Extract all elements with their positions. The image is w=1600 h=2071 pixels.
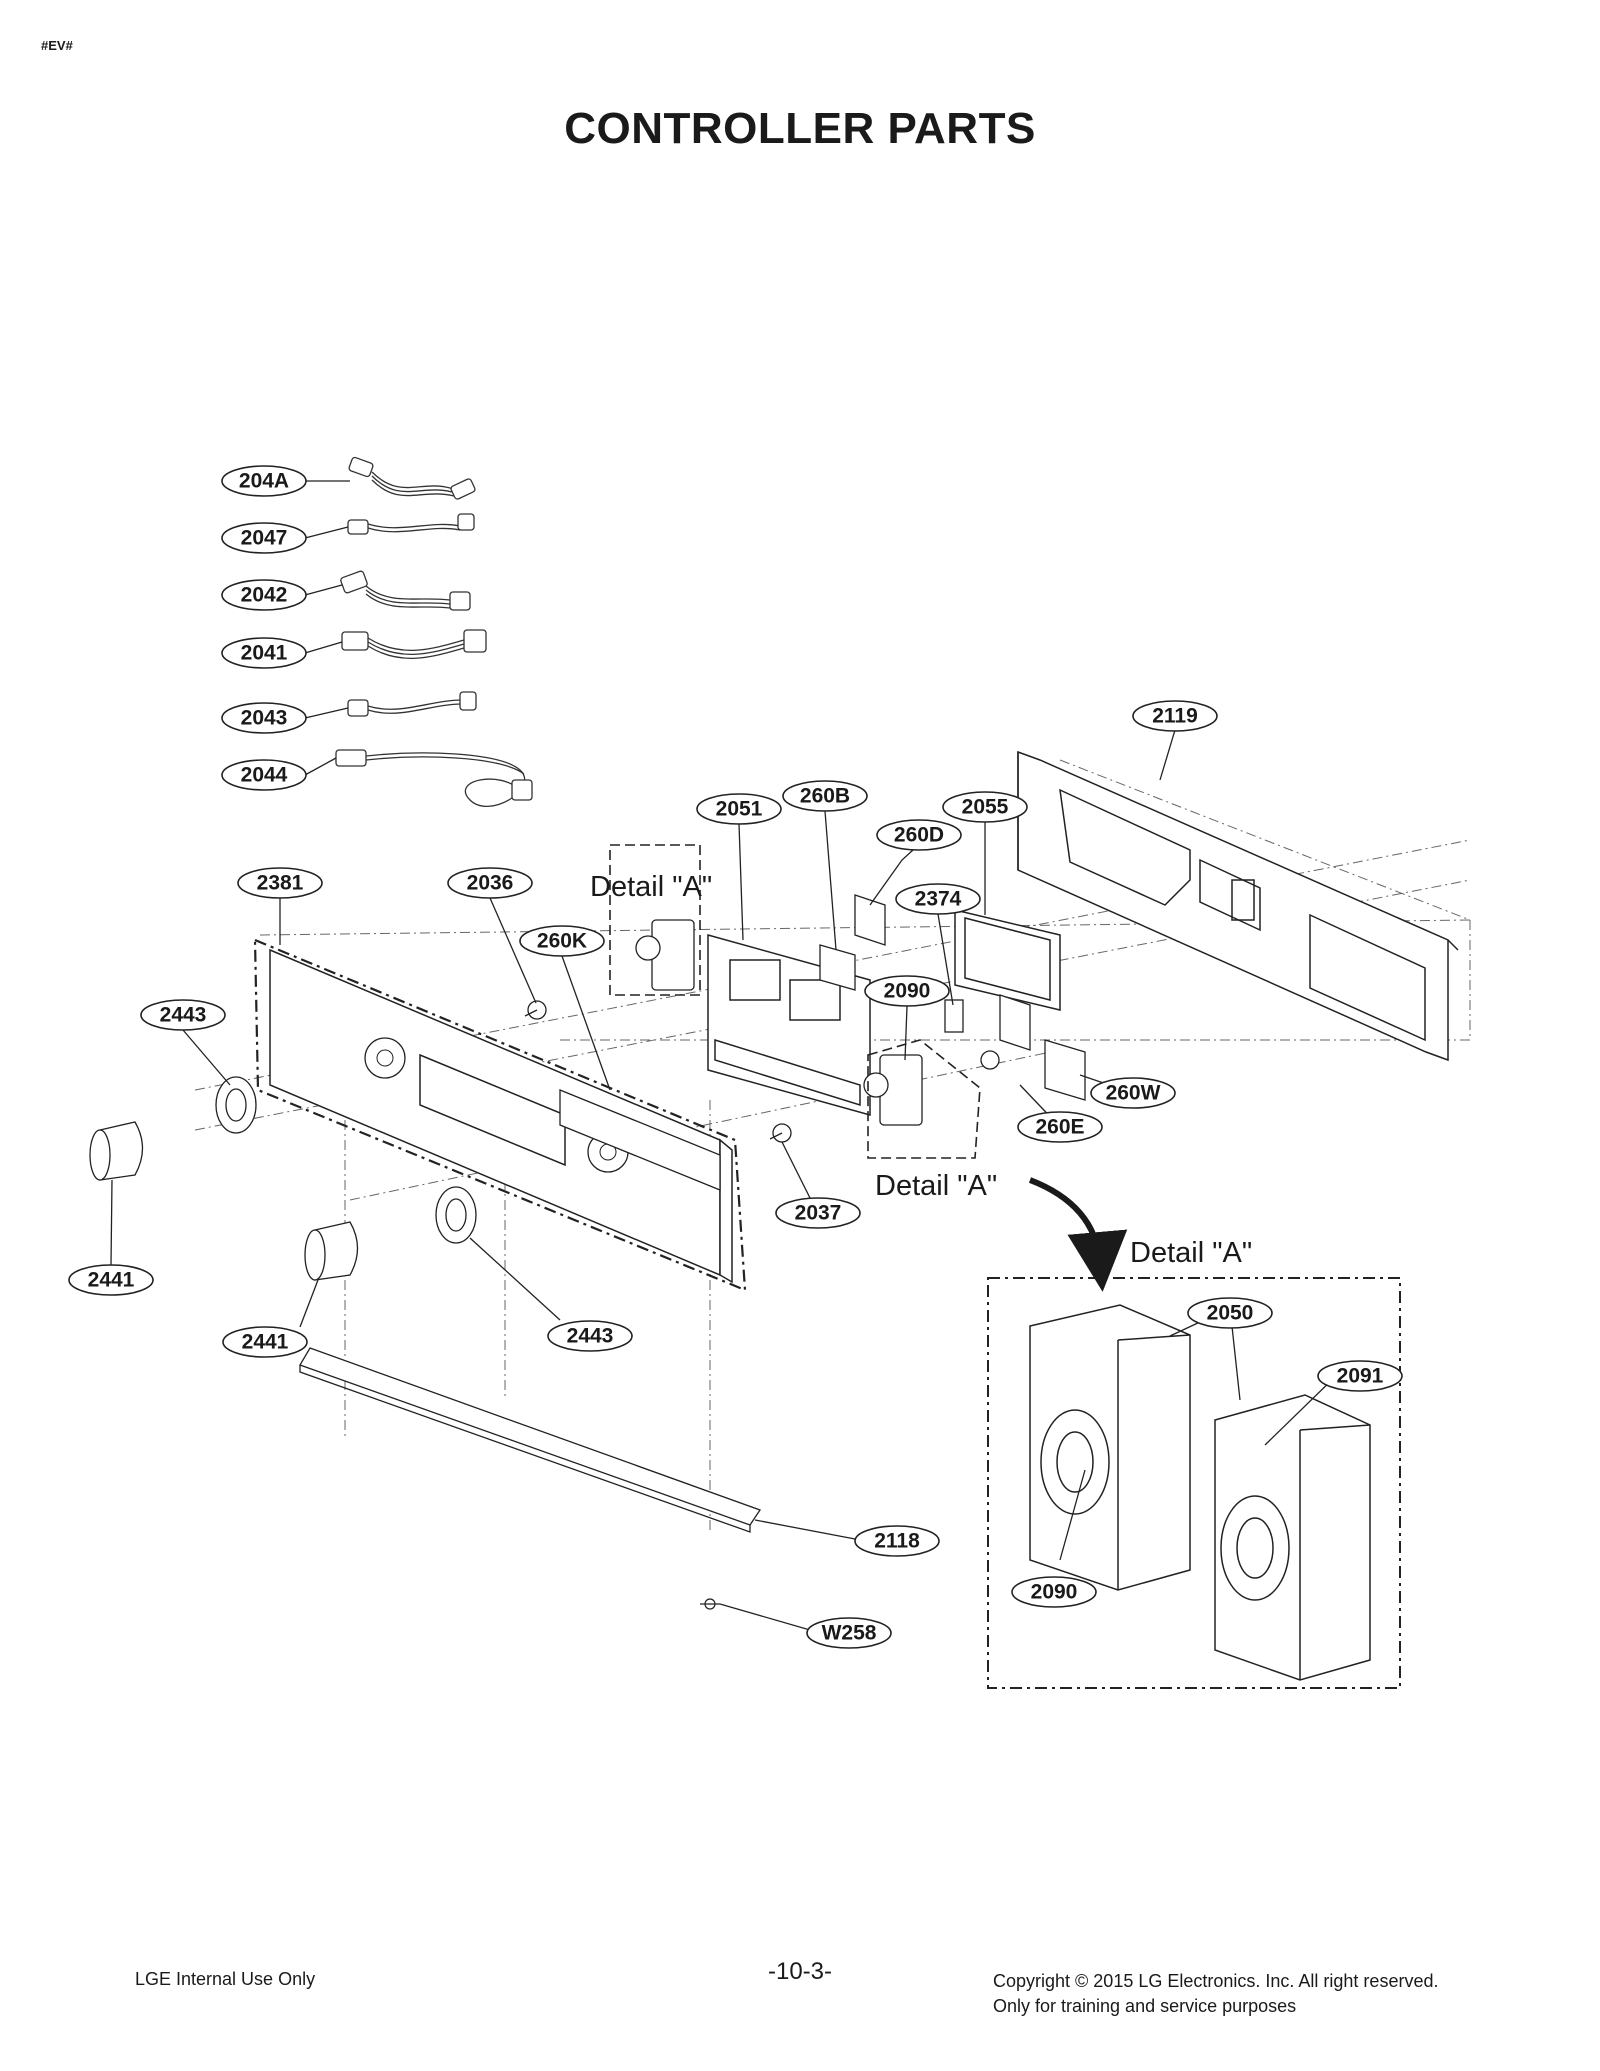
callout-shape-2381 [237,867,323,899]
harness-2043 [347,691,477,717]
detail-a-boxes [609,844,981,1159]
callout-label-204a: 204A [239,470,289,493]
bottom-bracket-2118 [299,1347,762,1533]
callout-label-2047: 2047 [241,527,288,550]
knob-2441-left [89,1121,144,1181]
callout-shape-260b [782,780,868,812]
callout-shape-2051 [696,793,782,825]
callout-shape-2443a [140,999,226,1031]
callout-label-2091: 2091 [1337,1365,1384,1388]
callout-label-2043: 2043 [241,707,288,730]
callout-label-2055: 2055 [962,796,1009,819]
detail-arrow [1028,1177,1128,1292]
callout-label-2441a: 2441 [88,1269,135,1292]
callout-label-260d: 260D [894,824,944,847]
controller-bracket-2119 [1017,750,1459,1062]
callout-label-2118: 2118 [874,1530,920,1553]
harness-2042 [340,570,471,611]
callout-shape-2044 [221,759,307,791]
display-2055 [954,909,1061,1011]
screw-w258 [700,1598,720,1610]
harness-2044 [335,749,533,807]
callout-shape-2050 [1187,1297,1273,1329]
callout-shape-w258 [806,1617,892,1649]
callout-label-w258: W258 [822,1622,877,1645]
callout-label-2042: 2042 [241,584,288,607]
detail-a-housing-left [1029,1304,1191,1591]
callout-shape-2090b [1011,1576,1097,1608]
callout-shape-260k [519,925,605,957]
callout-shape-2042 [221,579,307,611]
harness-2047 [347,513,475,535]
callout-shape-2119 [1132,700,1218,732]
harness-2041 [341,629,487,660]
callout-label-2051: 2051 [716,798,763,821]
callout-label-2443b: 2443 [567,1325,614,1348]
callout-label-2381: 2381 [257,872,304,895]
callout-shape-2047 [221,522,307,554]
footer-training-note: Only for training and service purposes [993,1996,1297,2016]
footer-copyright-block: Copyright © 2015 LG Electronics. Inc. Al… [993,1969,1438,2019]
encoder-shafts [524,1000,1000,1143]
knob-bezel-2443-right [435,1186,477,1244]
callout-label-2037: 2037 [795,1202,842,1225]
callout-shape-2090 [864,975,950,1007]
callout-label-2050: 2050 [1207,1302,1254,1325]
detail-a-label-middle: Detail "A" [875,1170,997,1202]
detail-labels: Detail "A" Detail "A" Detail "A" [590,871,1252,1269]
callout-shape-2441b [222,1326,308,1358]
callout-label-2090: 2090 [884,980,931,1003]
callout-shape-2443b [547,1320,633,1352]
callout-shape-260e [1017,1111,1103,1143]
knob-bezel-2443-left [215,1076,257,1134]
knob-2441-right [304,1221,359,1281]
callout-shape-204a [221,465,307,497]
callout-label-2119: 2119 [1152,705,1198,728]
callout-shape-2441a [68,1264,154,1296]
callout-label-2441b: 2441 [242,1331,289,1354]
detail-a-panel [987,1277,1401,1689]
harness-204a [348,456,476,500]
callout-shape-2043 [221,702,307,734]
callout-label-2041: 2041 [241,642,288,665]
page-number: -10-3- [767,1958,833,1985]
callout-label-2090b: 2090 [1031,1581,1078,1604]
document-code: #EV# [41,38,73,53]
callout-label-260w: 260W [1106,1082,1161,1105]
callout-shape-2091 [1317,1360,1403,1392]
callout-shape-2118 [854,1525,940,1557]
control-panel-2381 [253,938,747,1292]
callout-shape-2055 [942,791,1028,823]
callout-label-260e: 260E [1035,1116,1084,1139]
callout-shape-260w [1090,1077,1176,1109]
callout-shape-260d [876,819,962,851]
callout-label-2443a: 2443 [160,1004,207,1027]
small-boards [819,894,1086,1101]
callout-shape-2036 [447,867,533,899]
footer-internal-use: LGE Internal Use Only [135,1969,316,1989]
callout-label-2374: 2374 [915,888,962,911]
callout-label-260k: 260K [537,930,587,953]
page-title: CONTROLLER PARTS [564,104,1036,153]
callout-label-260b: 260B [800,785,850,808]
footer-copyright: Copyright © 2015 LG Electronics. Inc. Al… [993,1971,1439,1991]
callout-shape-2041 [221,637,307,669]
detail-a-label-top: Detail "A" [590,871,712,903]
callout-labels: 204A 2047 2042 2041 2043 2044 2119 2051 … [88,470,1384,1645]
callout-label-2044: 2044 [241,764,288,787]
callout-shapes [68,465,1403,1649]
detail-a-housing-right [1214,1394,1371,1681]
wire-harness-group [335,456,533,807]
detail-a-label-panel: Detail "A" [1130,1237,1252,1269]
callout-shape-2037 [775,1197,861,1229]
callout-shape-2374 [895,883,981,915]
encoder-housing-main [635,919,923,1126]
callout-label-2036: 2036 [467,872,514,895]
